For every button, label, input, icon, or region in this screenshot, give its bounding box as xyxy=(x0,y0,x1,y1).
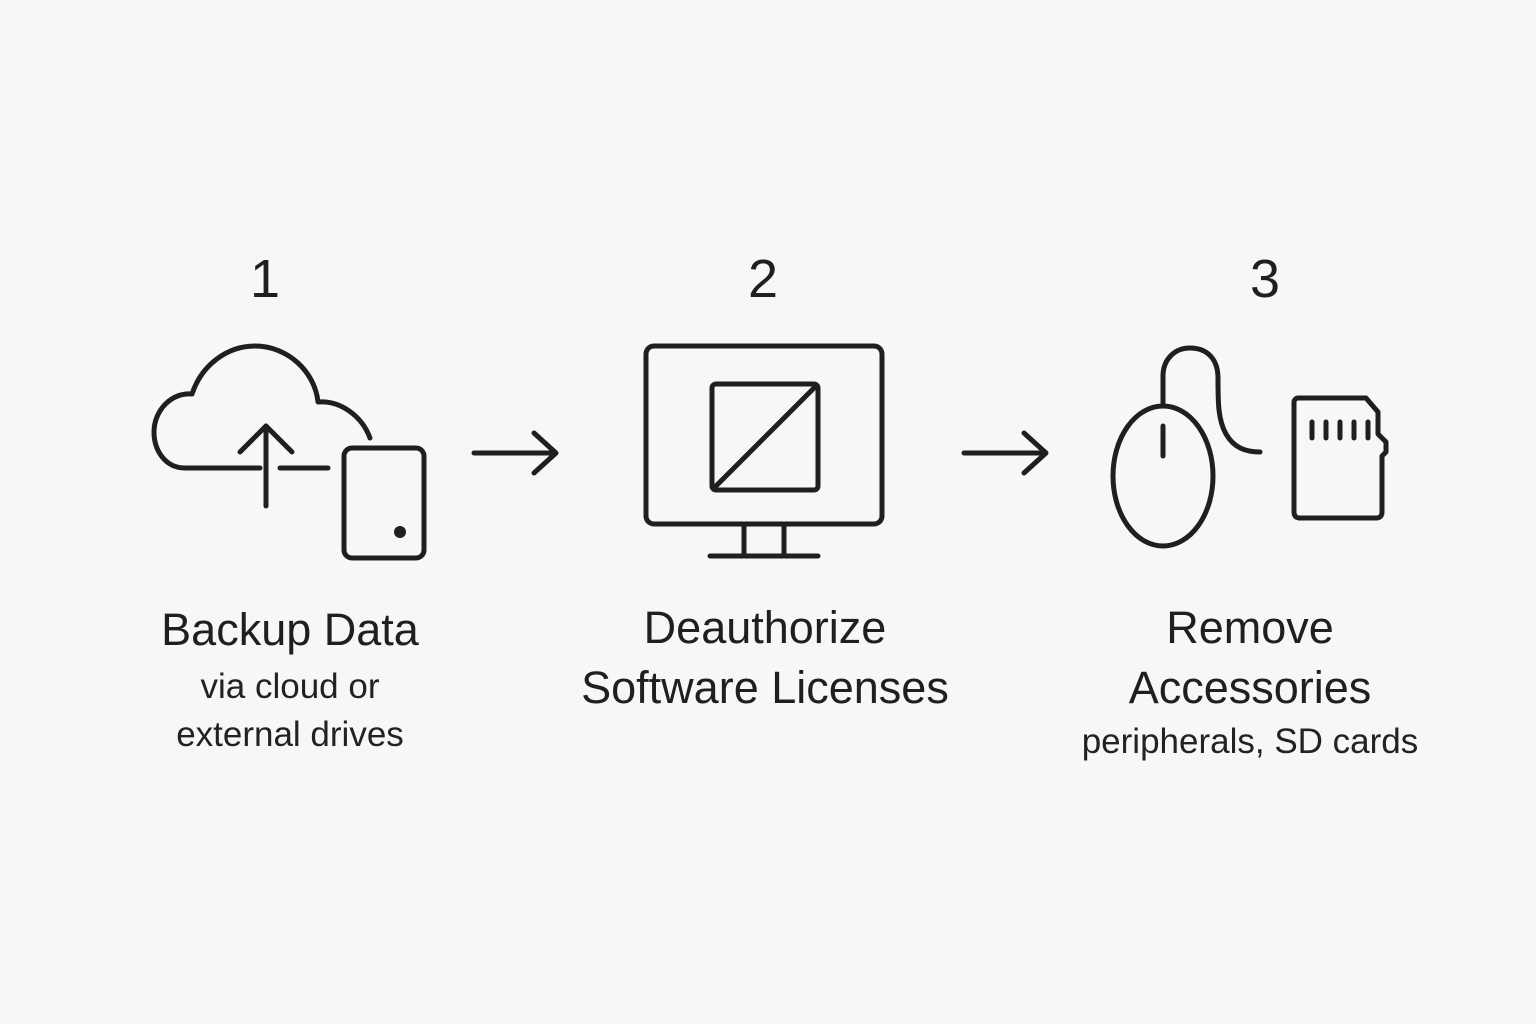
step-2-title-line-2: Software Licenses xyxy=(581,662,949,713)
step-1-title: Backup Data xyxy=(161,604,419,655)
step-1-text: Backup Data via cloud or external drives xyxy=(120,600,460,759)
deauthorize-icon xyxy=(709,381,821,493)
step-1-desc-line-1: via cloud or xyxy=(200,667,380,706)
step-2-text: Deauthorize Software Licenses xyxy=(520,598,1010,718)
step-3-title-line-1: Remove xyxy=(1166,602,1334,653)
sd-card-icon xyxy=(1291,395,1389,521)
arrow-right-icon xyxy=(471,430,559,476)
step-3-text: Remove Accessories peripherals, SD cards xyxy=(1050,598,1450,766)
monitor-icon xyxy=(643,343,885,559)
step-2-title-line-1: Deauthorize xyxy=(643,602,887,653)
arrow-right-icon xyxy=(961,430,1049,476)
step-1-desc-line-2: external drives xyxy=(176,715,404,754)
step-2-number: 2 xyxy=(747,249,779,309)
cloud-upload-icon xyxy=(151,343,373,509)
step-3-desc-line-1: peripherals, SD cards xyxy=(1081,722,1419,761)
tablet-icon xyxy=(341,445,427,561)
mouse-icon xyxy=(1110,345,1263,549)
step-3-number: 3 xyxy=(1249,249,1281,309)
step-1-number: 1 xyxy=(249,249,281,309)
step-3-title-line-2: Accessories xyxy=(1128,662,1372,713)
